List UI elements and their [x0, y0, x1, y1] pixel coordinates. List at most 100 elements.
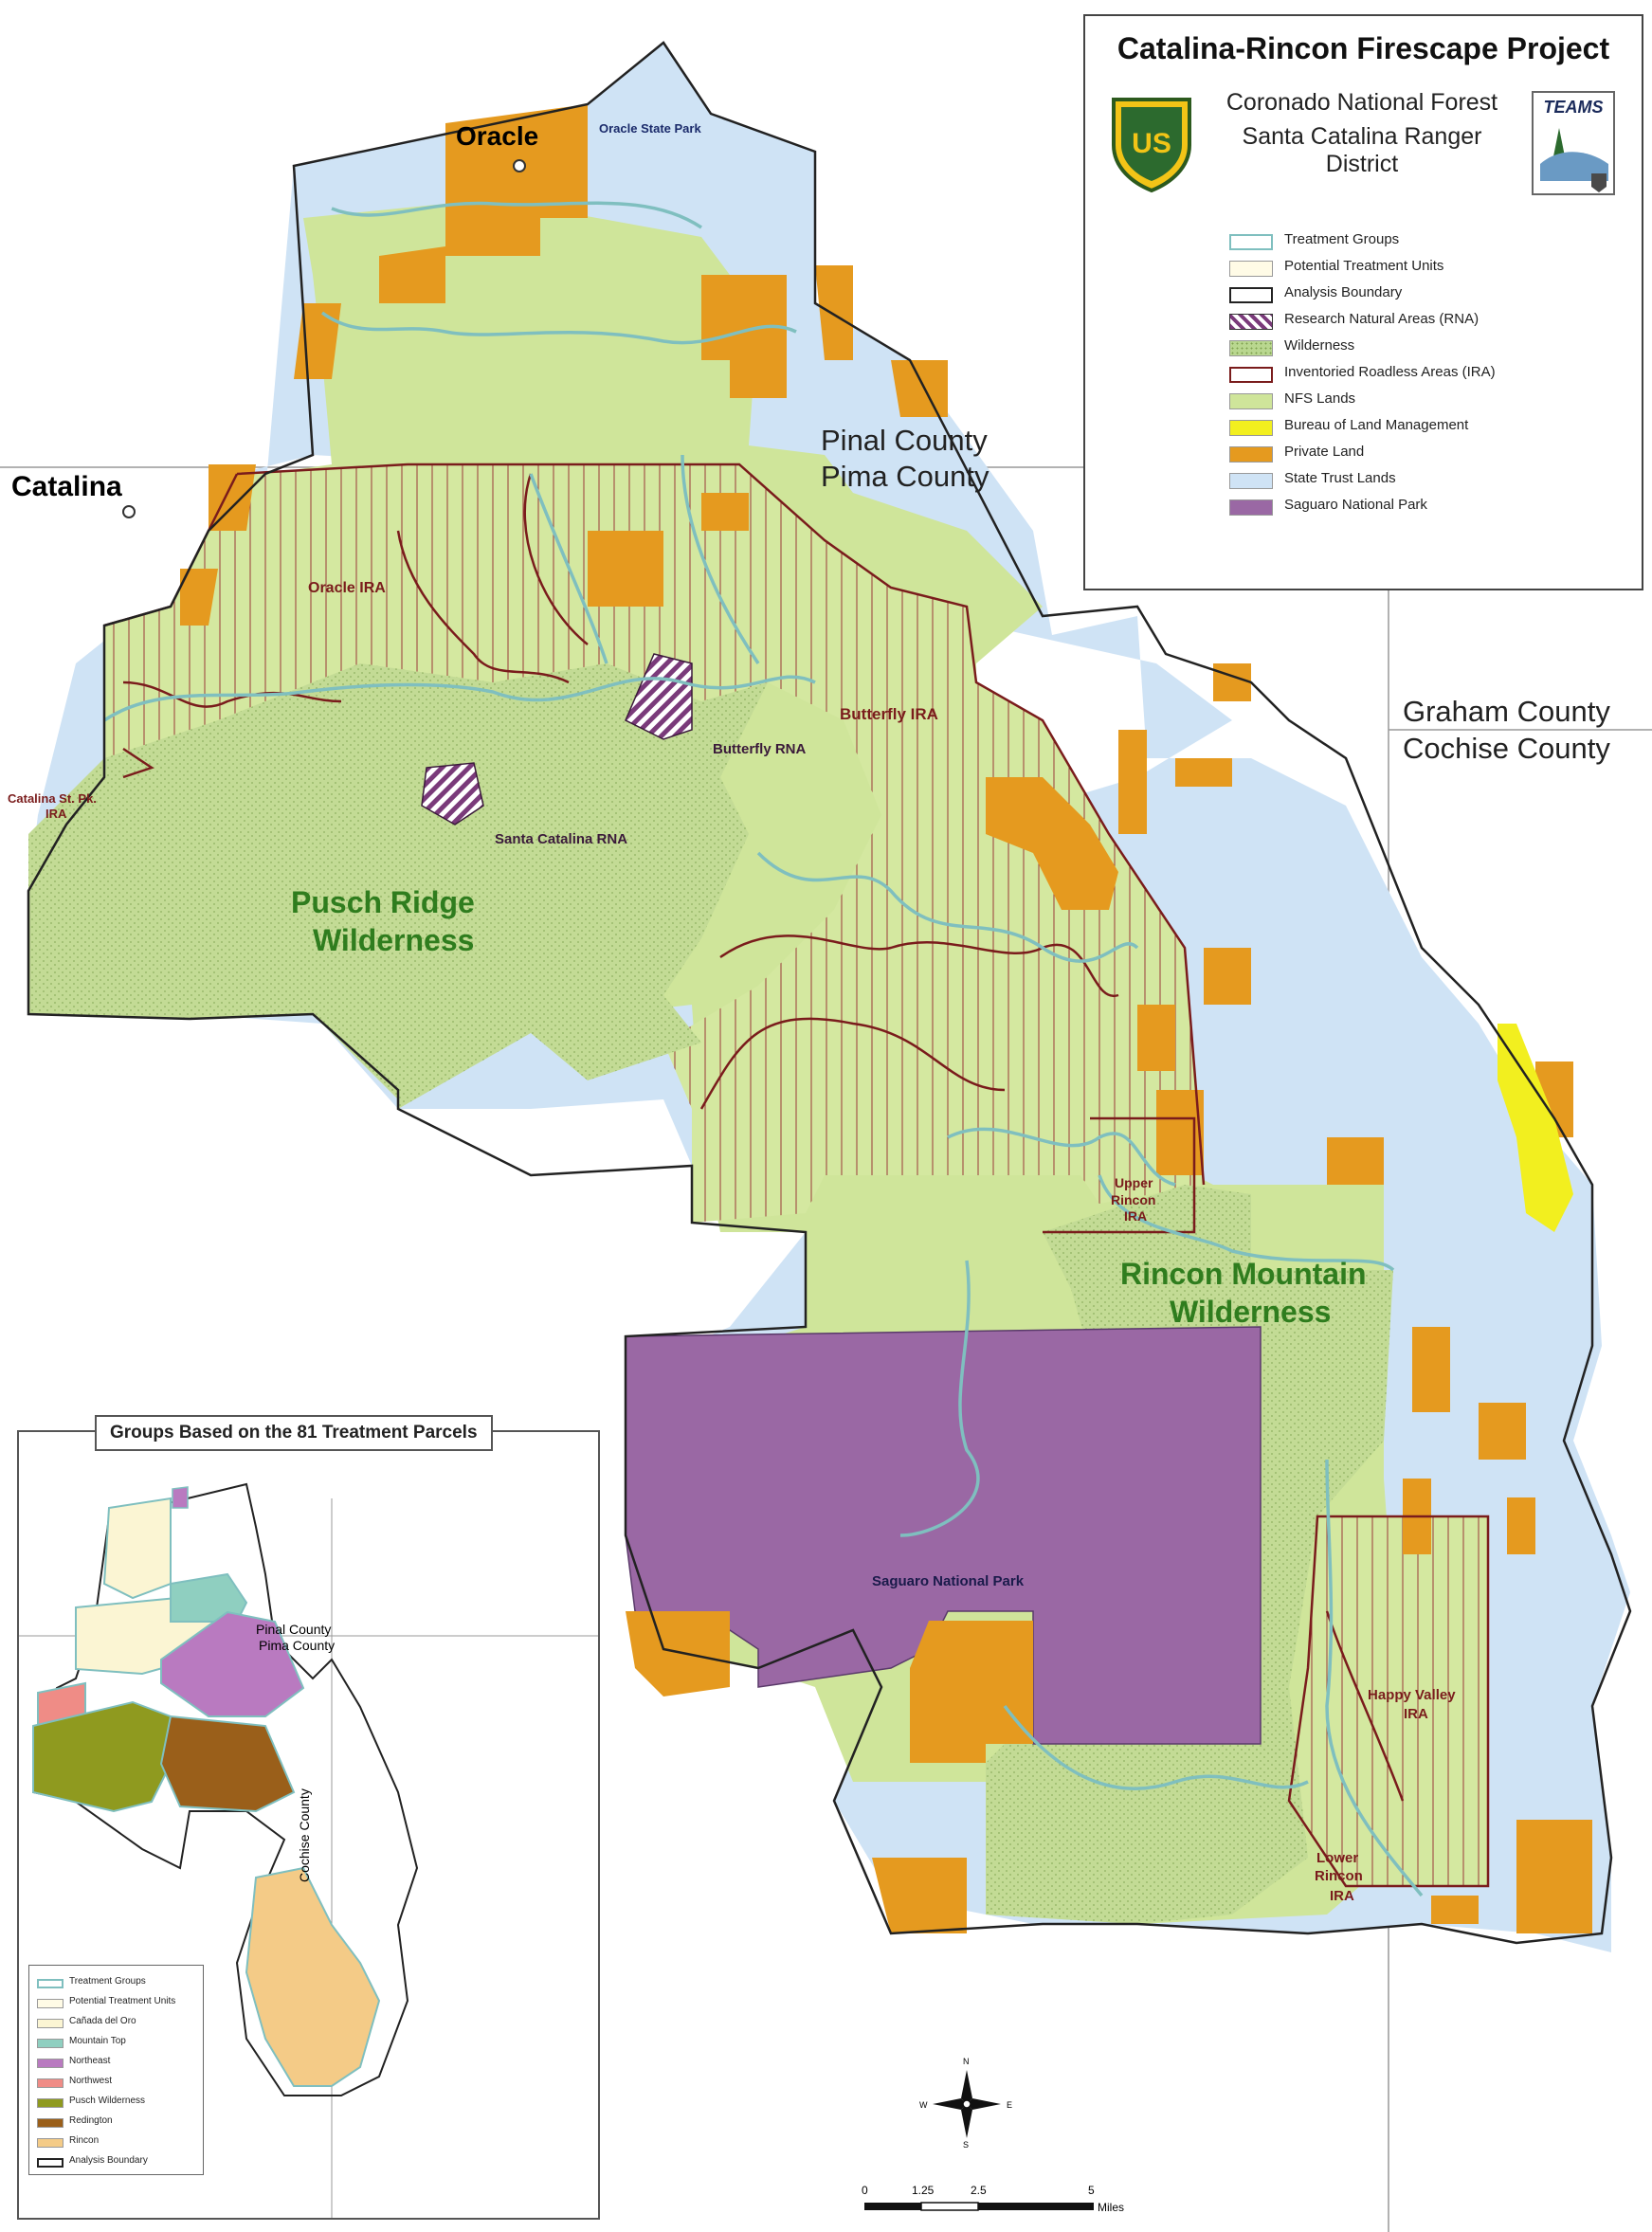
inset-legend-item-label: Redington	[69, 2115, 113, 2126]
label-catalina: Catalina	[11, 471, 122, 502]
label-graham-county: Graham County	[1403, 695, 1610, 728]
inset-title: Groups Based on the 81 Treatment Parcels	[95, 1415, 493, 1451]
label-pima-county: Pima County	[821, 460, 989, 493]
legend-swatch	[37, 2138, 64, 2148]
label-happy-valley-1: Happy Valley	[1368, 1687, 1456, 1703]
label-cochise-county: Cochise County	[1403, 732, 1610, 765]
inset-legend-item: Rincon	[29, 2132, 203, 2152]
inset-legend-item-label: Northwest	[69, 2076, 113, 2086]
inset-legend-item-label: Potential Treatment Units	[69, 1996, 176, 2006]
ira-zone-happy-valley	[1289, 1516, 1488, 1886]
inset-legend-item-label: Analysis Boundary	[69, 2155, 148, 2166]
scale-bar-graphic	[864, 2202, 1094, 2211]
svg-text:US: US	[1132, 128, 1171, 159]
legend-swatch	[1229, 314, 1273, 330]
compass-east-label: E	[1007, 2100, 1013, 2110]
inset-legend-item: Northwest	[29, 2073, 203, 2093]
label-butterfly-rna: Butterfly RNA	[713, 741, 807, 757]
legend-item-label: Analysis Boundary	[1284, 284, 1403, 300]
inset-legend-item-label: Northeast	[69, 2056, 111, 2066]
teams-logo-icon: TEAMS	[1532, 91, 1615, 195]
legend-swatch	[1229, 340, 1273, 356]
legend-item-label: NFS Lands	[1284, 390, 1356, 407]
inset-canada-del-oro	[102, 1497, 172, 1600]
private-land-patches	[180, 104, 1592, 1933]
inset-legend-item: Analysis Boundary	[29, 2152, 203, 2172]
label-oracle-ira: Oracle IRA	[308, 580, 386, 596]
legend-swatch	[37, 2078, 64, 2088]
compass-north-label: N	[963, 2057, 970, 2066]
legend-swatch	[37, 2039, 64, 2048]
inset-legend-item-label: Treatment Groups	[69, 1976, 146, 1987]
legend-item-label: Bureau of Land Management	[1284, 417, 1469, 433]
label-saguaro-np: Saguaro National Park	[872, 1573, 1025, 1589]
legend-swatch	[37, 2019, 64, 2028]
label-rincon-mountain-1: Rincon Mountain	[1120, 1257, 1367, 1291]
legend-item-label: Inventoried Roadless Areas (IRA)	[1284, 364, 1496, 380]
legend-swatch	[37, 2059, 64, 2068]
legend-swatch	[1229, 446, 1273, 463]
label-santa-catalina-rna: Santa Catalina RNA	[495, 831, 628, 847]
legend-swatch	[1229, 420, 1273, 436]
legend-item-label: Potential Treatment Units	[1284, 258, 1444, 274]
inset-northeast-island	[172, 1486, 189, 1509]
label-pusch-ridge-1: Pusch Ridge	[291, 885, 475, 919]
santa-catalina-rna-area	[421, 762, 484, 826]
inset-legend-item: Redington	[29, 2113, 203, 2132]
inset-northeast	[160, 1610, 305, 1717]
label-happy-valley-2: IRA	[1404, 1706, 1428, 1722]
scale-tick-3: 5	[1088, 2184, 1095, 2197]
scale-tick-1: 1.25	[912, 2184, 935, 2197]
inset-label-pinal-county: Pinal County	[256, 1622, 332, 1637]
ira-zone-north	[104, 464, 1204, 1223]
inset-label-pima-county: Pima County	[259, 1638, 336, 1653]
legend-title: Catalina-Rincon Firescape Project	[1116, 31, 1610, 65]
legend-swatch	[1229, 473, 1273, 489]
inset-legend-item: Mountain Top	[29, 2033, 203, 2053]
label-catalina-st-pk-ira-1: Catalina St. Pk.	[8, 791, 97, 806]
inset-legend-item-label: Cañada del Oro	[69, 2016, 136, 2026]
inset-legend-item: Treatment Groups	[29, 1973, 203, 1993]
compass-rose-icon	[933, 2070, 1001, 2138]
legend-swatch	[1229, 234, 1273, 250]
inset-legend-item-label: Mountain Top	[69, 2036, 126, 2046]
catalina-town-marker	[122, 505, 136, 518]
legend-item-label: Treatment Groups	[1284, 231, 1400, 247]
butterfly-rna-area	[625, 653, 693, 740]
label-catalina-st-pk-ira-2: IRA	[45, 807, 67, 821]
label-upper-rincon-3: IRA	[1124, 1208, 1148, 1224]
legend-swatch	[37, 2118, 64, 2128]
label-upper-rincon-2: Rincon	[1111, 1192, 1156, 1207]
legend-swatch	[1229, 499, 1273, 516]
legend-swatch	[37, 2158, 64, 2168]
label-lower-rincon-1: Lower	[1316, 1850, 1359, 1866]
scale-unit: Miles	[1098, 2201, 1125, 2214]
scale-tick-0: 0	[862, 2184, 868, 2197]
label-lower-rincon-2: Rincon	[1315, 1868, 1363, 1884]
legend-item-label: Research Natural Areas (RNA)	[1284, 311, 1480, 327]
analysis-boundary	[27, 41, 1632, 1945]
label-lower-rincon-3: IRA	[1330, 1888, 1354, 1904]
legend-swatch	[37, 1979, 64, 1988]
legend-item-label: Private Land	[1284, 444, 1365, 460]
inset-legend-item: Northeast	[29, 2053, 203, 2073]
label-upper-rincon-1: Upper	[1115, 1175, 1153, 1190]
inset-redington	[159, 1715, 296, 1813]
legend-swatch	[1229, 261, 1273, 277]
label-pinal-county: Pinal County	[821, 424, 988, 457]
legend-swatch	[37, 1999, 64, 2008]
ira-boundaries	[103, 463, 1490, 1888]
forest-service-shield-icon: US	[1112, 98, 1191, 193]
label-butterfly-ira: Butterfly IRA	[840, 705, 938, 723]
label-rincon-mountain-2: Wilderness	[1170, 1295, 1332, 1329]
label-oracle: Oracle	[456, 121, 539, 151]
legend-swatch	[1229, 393, 1273, 409]
legend-org-line1: Coronado National Forest	[1225, 89, 1498, 116]
legend-swatch	[37, 2098, 64, 2108]
inset-map: Groups Based on the 81 Treatment Parcels…	[17, 1415, 600, 2220]
scale-tick-2: 2.5	[971, 2184, 987, 2197]
inset-canvas	[19, 1482, 598, 2218]
